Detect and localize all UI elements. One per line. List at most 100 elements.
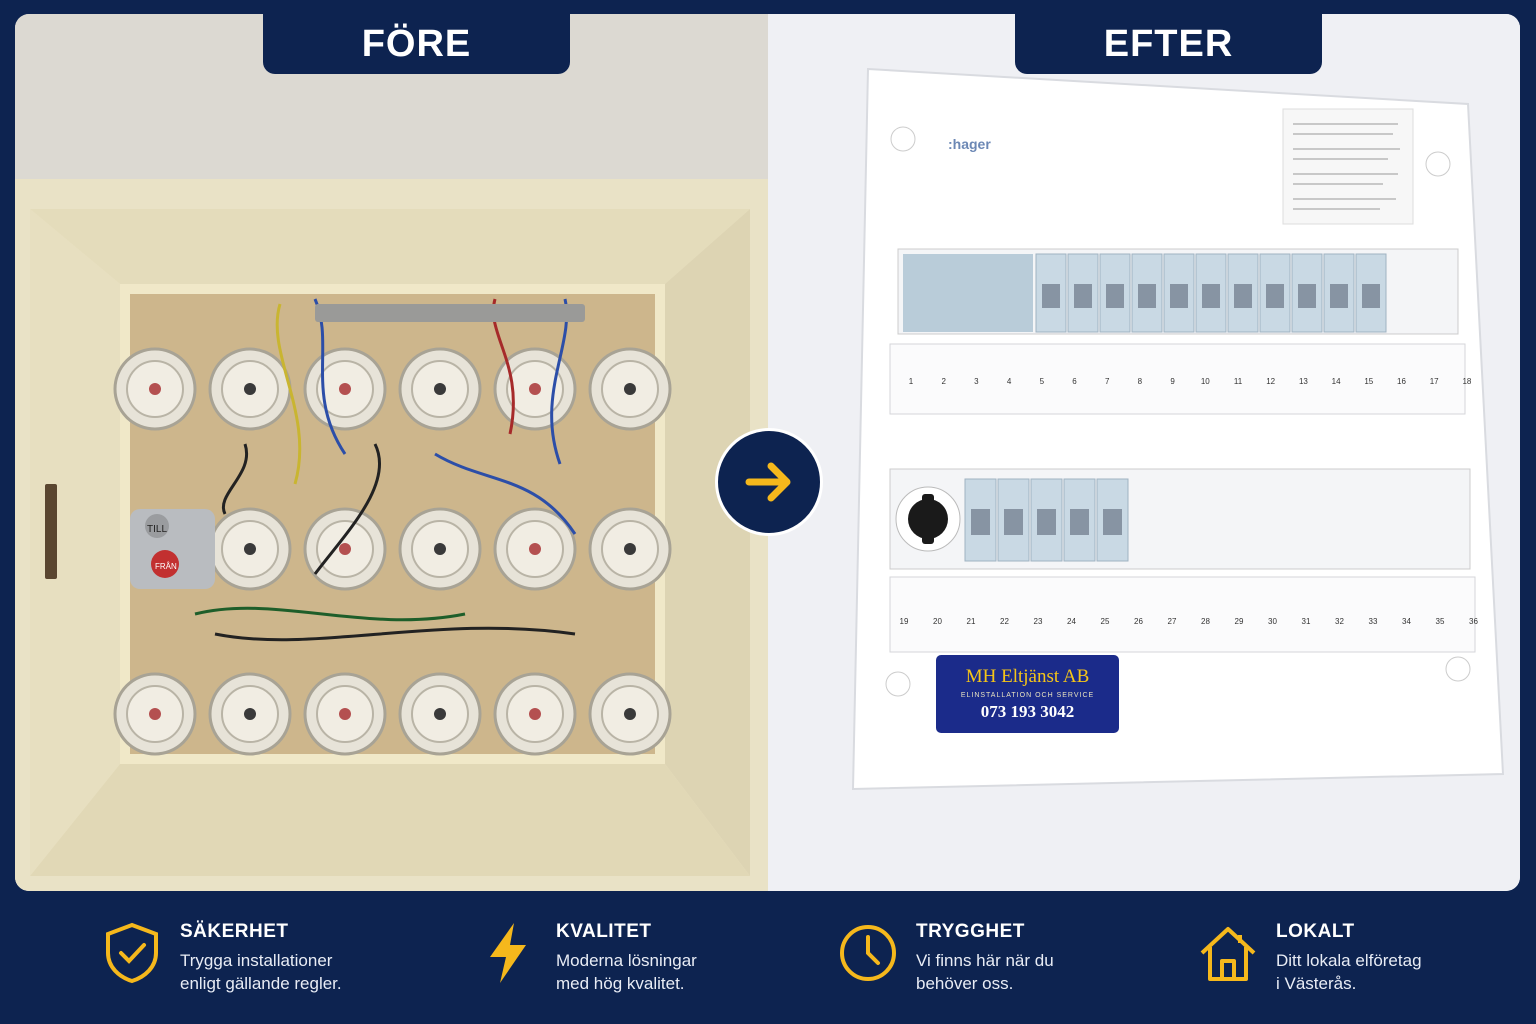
feature-trygghet: TRYGGHET Vi finns här när du behöver oss… [836,921,1054,995]
circuit-number: 10 [1201,377,1210,386]
circuit-number: 30 [1268,617,1277,626]
breaker [1163,253,1195,333]
old-fuse [113,672,197,756]
circuit-number: 36 [1469,617,1478,626]
company-sticker: MH Eltjänst AB ELINSTALLATION OCH SERVIC… [936,655,1119,733]
old-fuse-box-illustration: TILL FRÅN [15,14,768,891]
circuit-number: 3 [974,377,979,386]
circuit-number: 33 [1369,617,1378,626]
breaker [964,478,997,562]
feature-lokalt: LOKALT Ditt lokala elföretag i Västerås. [1196,921,1422,995]
circuit-number: 34 [1402,617,1411,626]
after-label: EFTER [1015,14,1322,74]
circuit-number: 12 [1266,377,1275,386]
breaker [1067,253,1099,333]
circuit-number: 19 [900,617,909,626]
old-fuse [208,507,292,591]
circuit-number: 26 [1134,617,1143,626]
feature-text-line2: i Västerås. [1276,974,1357,993]
circuit-number: 15 [1364,377,1373,386]
breaker [1355,253,1387,333]
circuit-number: 28 [1201,617,1210,626]
breaker [1131,253,1163,333]
breaker [1195,253,1227,333]
old-fuse [303,347,387,431]
sticker-phone: 073 193 3042 [980,702,1075,721]
house-icon [1200,927,1256,981]
old-fuse [113,347,197,431]
breaker [1096,478,1129,562]
circuit-number: 5 [1040,377,1045,386]
breaker [1063,478,1096,562]
old-fuse [303,507,387,591]
feature-kvalitet: KVALITET Moderna lösningar med hög kvali… [476,921,697,995]
before-label: FÖRE [263,14,570,74]
circuit-number: 29 [1235,617,1244,626]
feature-text-line1: Moderna lösningar [556,951,697,970]
before-photo: TILL FRÅN FÖRE [15,14,768,891]
feature-text-line1: Ditt lokala elföretag [1276,951,1422,970]
old-fuse [398,507,482,591]
circuit-number: 21 [967,617,976,626]
feature-title: LOKALT [1276,921,1355,942]
old-fuse [588,672,672,756]
features-bar: SÄKERHET Trygga installationer enligt gä… [0,891,1536,1024]
lightning-icon [490,923,526,983]
old-fuse [493,507,577,591]
breaker [1099,253,1131,333]
old-fuse [493,672,577,756]
till-label: TILL [147,524,167,535]
feature-text-line1: Vi finns här när du [916,951,1054,970]
circuit-number: 31 [1302,617,1311,626]
old-fuse [208,672,292,756]
breaker [997,478,1030,562]
circuit-number: 18 [1462,377,1471,386]
feature-sakerhet: SÄKERHET Trygga installationer enligt gä… [100,921,342,995]
feature-text-line1: Trygga installationer [180,951,333,970]
circuit-number: 27 [1168,617,1177,626]
circuit-number: 8 [1138,377,1143,386]
circuit-number: 4 [1007,377,1012,386]
circuit-number: 20 [933,617,942,626]
circuit-number: 16 [1397,377,1406,386]
arrow-badge [715,428,823,536]
breaker [1030,478,1063,562]
old-fuse [398,672,482,756]
breaker [1259,253,1291,333]
circuit-number: 14 [1332,377,1341,386]
clock-icon [840,925,896,981]
old-fuse [398,347,482,431]
feature-title: KVALITET [556,921,652,942]
circuit-number: 35 [1436,617,1445,626]
breaker [1323,253,1355,333]
circuit-number: 7 [1105,377,1110,386]
circuit-number: 1 [909,377,914,386]
fran-label: FRÅN [155,562,177,571]
sticker-company-name: MH Eltjänst AB [965,666,1090,687]
feature-title: SÄKERHET [180,921,289,942]
circuit-number: 2 [941,377,946,386]
arrow-right-icon [745,462,791,502]
sticker-subtitle: ELINSTALLATION OCH SERVICE [960,692,1095,699]
main-switch [903,254,1033,332]
feature-text-line2: enligt gällande regler. [180,974,342,993]
circuit-number: 23 [1034,617,1043,626]
circuit-number: 6 [1072,377,1077,386]
breaker [1291,253,1323,333]
old-fuse [303,672,387,756]
brand-text: :hager [948,136,991,152]
old-fuse [588,507,672,591]
circuit-number: 13 [1299,377,1308,386]
breaker [1035,253,1067,333]
circuit-number: 25 [1101,617,1110,626]
feature-title: TRYGGHET [916,921,1025,942]
circuit-number: 32 [1335,617,1344,626]
breaker [1227,253,1259,333]
circuit-number: 22 [1000,617,1009,626]
old-fuse [588,347,672,431]
circuit-number: 24 [1067,617,1076,626]
feature-text-line2: med hög kvalitet. [556,974,685,993]
shield-check-icon [106,922,158,984]
